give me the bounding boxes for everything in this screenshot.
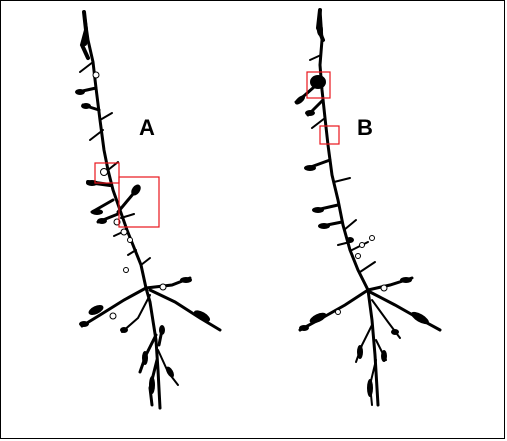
highlight-box-a1 [94,162,120,184]
highlight-box-b2 [319,125,340,145]
tree-diagram-a [75,10,222,410]
highlight-box-b1 [306,71,331,99]
panel-label-b: B [357,115,373,140]
highlight-box-a2 [118,176,160,228]
highlight-boxes [94,71,340,228]
panel-label-a: A [139,115,155,140]
tree-diagram-b [294,8,442,407]
